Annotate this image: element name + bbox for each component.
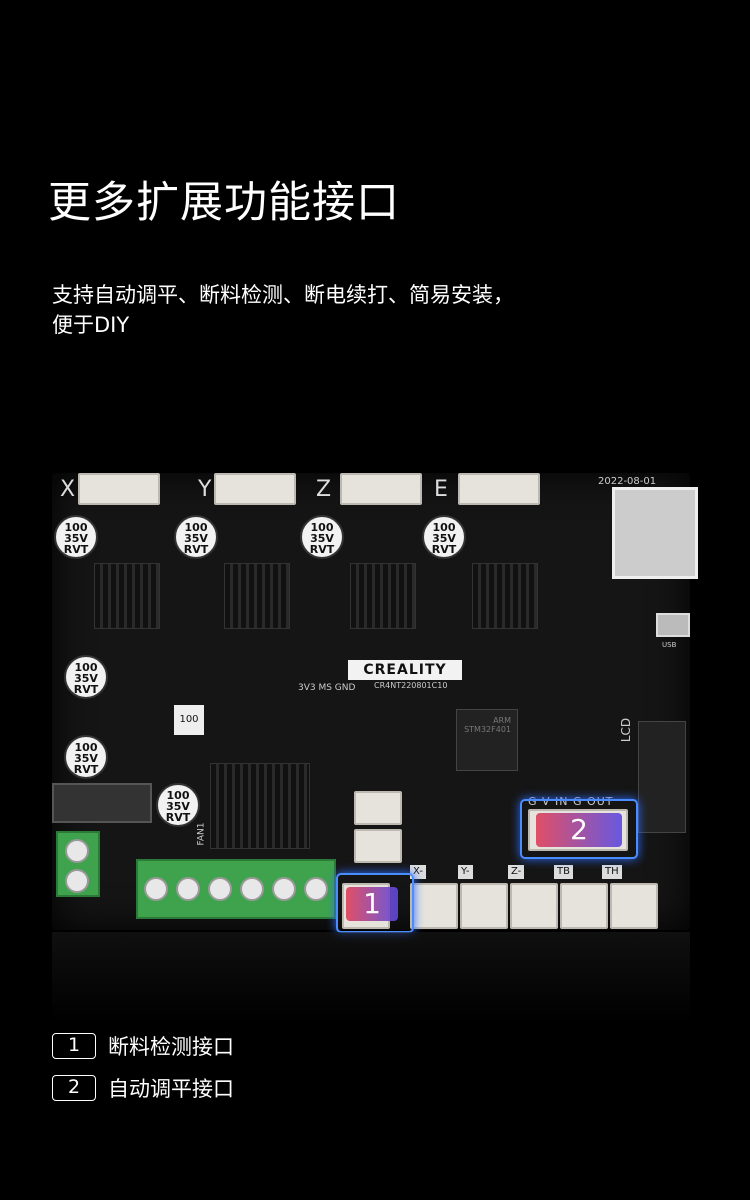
axis-label-e: E xyxy=(434,477,448,502)
terminal-screw xyxy=(65,839,89,863)
terminal-screw xyxy=(65,869,89,893)
driver-heatsink xyxy=(350,563,416,629)
marker-1: 1 xyxy=(346,887,398,921)
terminal-screw xyxy=(176,877,200,901)
driver-heatsink xyxy=(472,563,538,629)
description-line-2: 便于DIY xyxy=(52,313,130,337)
terminal-screw xyxy=(272,877,296,901)
usb-label: USB xyxy=(662,641,677,649)
tag-th: TH xyxy=(602,865,622,879)
motor-connector-z xyxy=(340,473,422,505)
endstop-connector xyxy=(510,883,558,929)
legend-item-2: 2 自动调平接口 xyxy=(52,1073,234,1103)
tag-tb: TB xyxy=(554,865,573,879)
motor-connector-y xyxy=(214,473,296,505)
fan-label: FAN1 xyxy=(196,822,207,846)
description: 支持自动调平、断料检测、断电续打、简易安装， 便于DIY xyxy=(52,280,672,340)
page-title: 更多扩展功能接口 xyxy=(48,178,400,228)
usb-port xyxy=(656,613,690,637)
inductor: 100 xyxy=(174,705,204,735)
terminal-screw xyxy=(144,877,168,901)
legend-label: 断料检测接口 xyxy=(108,1035,234,1059)
terminal-screw xyxy=(240,877,264,901)
output-terminal-block xyxy=(136,859,336,919)
fuse xyxy=(52,783,152,823)
thermistor-connector xyxy=(610,883,658,929)
description-line-1: 支持自动调平、断料检测、断电续打、简易安装， xyxy=(52,283,514,307)
sd-card-slot xyxy=(612,487,698,579)
marker-2: 2 xyxy=(536,813,622,847)
board-reflection xyxy=(52,932,690,1022)
mcu-chip: ARM STM32F401 xyxy=(456,709,518,771)
axis-label-y: Y xyxy=(198,477,212,502)
terminal-screw xyxy=(208,877,232,901)
brand-logo: CREALITY xyxy=(348,660,462,680)
motor-connector-x xyxy=(78,473,160,505)
fan-connector xyxy=(354,791,402,825)
highlight-2 xyxy=(520,799,638,859)
motor-connector-e xyxy=(458,473,540,505)
tag-x-minus: X- xyxy=(410,865,426,879)
axis-label-z: Z xyxy=(316,477,332,502)
mosfet-heatsink xyxy=(210,763,310,849)
terminal-screw xyxy=(304,877,328,901)
pin-labels: 3V3 MS GND xyxy=(298,683,356,693)
fan-connector xyxy=(354,829,402,863)
legend-number: 2 xyxy=(52,1075,96,1101)
tag-y-minus: Y- xyxy=(458,865,473,879)
board-date: 2022-08-01 xyxy=(598,476,657,487)
legend-label: 自动调平接口 xyxy=(108,1077,234,1101)
endstop-connector xyxy=(410,883,458,929)
board-model: CR4NT220801C10 xyxy=(374,681,448,690)
thermistor-connector xyxy=(560,883,608,929)
tag-z-minus: Z- xyxy=(508,865,525,879)
axis-label-x: X xyxy=(60,477,76,502)
legend-number: 1 xyxy=(52,1033,96,1059)
lcd-label: LCD xyxy=(619,717,634,743)
driver-heatsink xyxy=(224,563,290,629)
endstop-connector xyxy=(460,883,508,929)
lcd-connector xyxy=(638,721,686,833)
driver-heatsink xyxy=(94,563,160,629)
probe-pin-labels: G V IN G OUT xyxy=(528,795,614,808)
legend-item-1: 1 断料检测接口 xyxy=(52,1031,234,1061)
